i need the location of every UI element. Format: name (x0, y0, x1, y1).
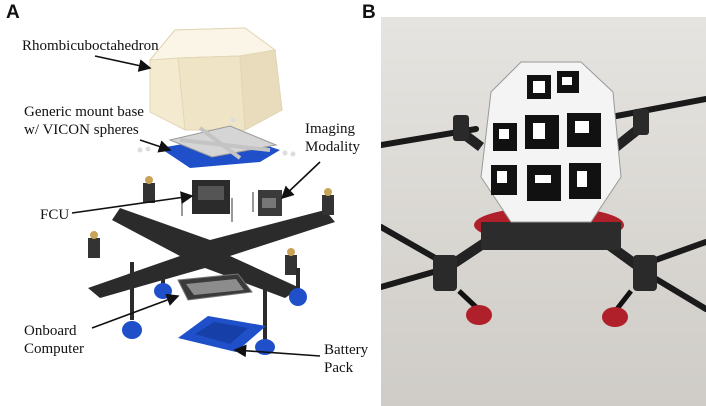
label-rhombicuboctahedron: Rhombicubocta­hedron (22, 38, 159, 54)
drone-photo (381, 17, 706, 406)
label-imaging-line2: Modality (305, 139, 360, 155)
red-feet (466, 305, 628, 327)
rhombicuboctahedron-shell (148, 27, 283, 131)
panel-b-photo (381, 17, 706, 406)
arrow-battery (233, 344, 321, 358)
battery-pack (178, 316, 266, 352)
mount-base (137, 117, 296, 168)
exploded-drone-illustration (71, 27, 335, 358)
fiducial-dome (480, 61, 622, 223)
arrow-fcu (71, 191, 194, 214)
label-battery-line2: Pack (324, 360, 354, 376)
arrow-mount (139, 139, 172, 153)
label-battery-line1: Battery (324, 342, 369, 358)
label-mount-base-line1: Generic mount base (24, 104, 144, 120)
label-onboard-line2: Computer (24, 341, 84, 357)
label-fcu: FCU (40, 207, 70, 223)
arrow-rhombi (94, 55, 152, 72)
arrow-imaging (280, 161, 321, 200)
imaging-modality-camera (252, 190, 282, 216)
label-onboard-line1: Onboard (24, 323, 77, 339)
panel-letter-a: A (6, 2, 20, 23)
fcu-module (181, 180, 233, 222)
label-imaging-line1: Imaging (305, 121, 355, 137)
onboard-computer (177, 273, 253, 301)
carbon-x-frame (88, 176, 335, 298)
landing-gear (457, 289, 633, 311)
label-mount-base-line2: w/ VICON spheres (24, 122, 139, 138)
panel-a: A (6, 2, 369, 376)
panel-letter-b: B (362, 2, 376, 23)
motors (433, 109, 657, 291)
arrow-onboard (91, 293, 180, 329)
body-electronics (481, 222, 621, 250)
